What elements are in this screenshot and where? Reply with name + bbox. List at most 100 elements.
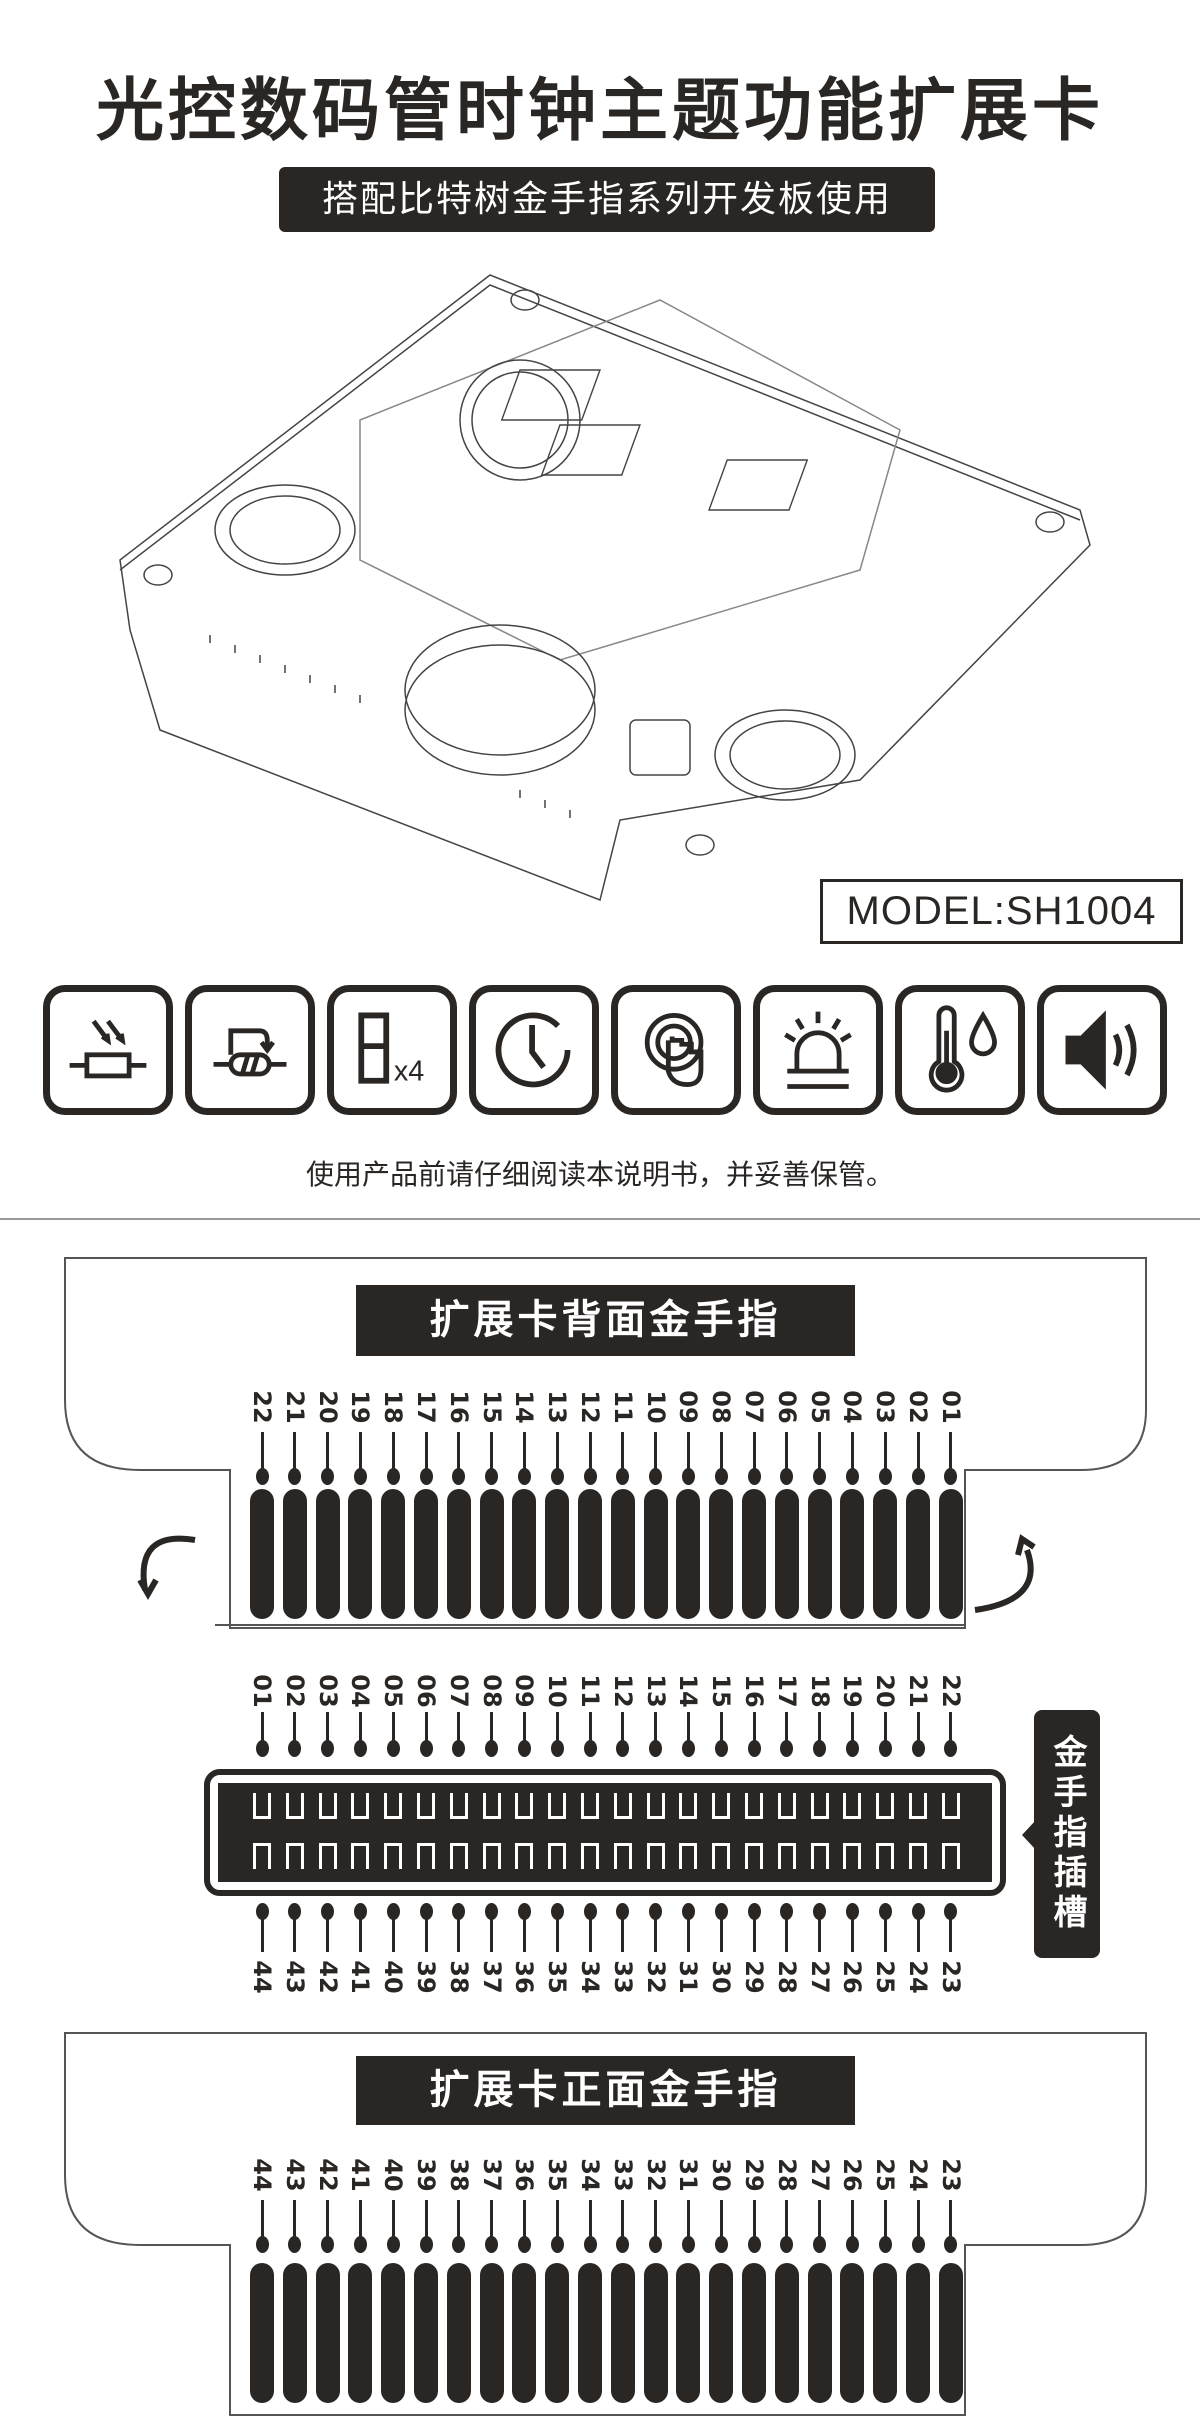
pin-leader [555, 1432, 559, 1472]
pin-dot [288, 1903, 302, 1920]
pin-number: 35 [543, 2158, 572, 2192]
pin-dot [485, 1903, 499, 1920]
pin-dot [517, 2236, 531, 2253]
pin-number: 09 [674, 1390, 703, 1424]
pin-dot [813, 1468, 827, 1485]
pin-number: 04 [346, 1674, 375, 1708]
pin-number: 06 [412, 1674, 440, 1708]
seven-segment-x4-icon: x4 [327, 985, 457, 1115]
slot-contact-top [384, 1793, 403, 1819]
pin-dot [616, 1740, 630, 1757]
pin-leader [621, 1712, 625, 1752]
pin-leader [949, 1712, 953, 1752]
slot-contact-top [482, 1793, 501, 1819]
pin-leader [719, 2200, 723, 2240]
pin-number: 43 [280, 2158, 309, 2192]
pin-leader [850, 1712, 854, 1752]
pin-leader [719, 1912, 723, 1952]
pin-leader [785, 2200, 789, 2240]
pin-leader [850, 2200, 854, 2240]
pin-number: 12 [608, 1674, 637, 1708]
slot-contact-bottom [646, 1843, 665, 1869]
slot-contact-bottom [613, 1843, 632, 1869]
pin-dot [813, 1740, 827, 1757]
pin-dot [878, 1903, 892, 1920]
pin-leader [358, 2200, 362, 2240]
pin-leader [555, 2200, 559, 2240]
pin-leader [457, 1432, 461, 1472]
pin-dot [485, 2236, 499, 2253]
touch-icon [611, 985, 741, 1115]
pin-leader [326, 1432, 330, 1472]
gold-finger-pad [610, 2263, 635, 2403]
pin-dot [649, 2236, 663, 2253]
pin-dot [747, 2236, 761, 2253]
pin-dot [386, 1903, 400, 1920]
pin-dot [353, 1903, 367, 1920]
pin-leader [785, 1712, 789, 1752]
pin-leader [818, 1432, 822, 1472]
slot-contact-top [909, 1793, 927, 1819]
gold-finger-pad [643, 1489, 668, 1619]
pin-leader [522, 1912, 526, 1952]
pin-leader [916, 1432, 920, 1472]
slot-contact-top [745, 1793, 763, 1819]
slot-contact-top [712, 1793, 731, 1819]
pin-number: 02 [280, 1674, 309, 1708]
pin-number: 03 [871, 1390, 900, 1424]
pin-dot [911, 1740, 925, 1757]
pin-number: 25 [871, 2158, 900, 2192]
pin-leader [850, 1912, 854, 1952]
pin-dot [321, 1903, 335, 1920]
pin-leader [588, 1432, 592, 1472]
pin-dot [714, 1468, 728, 1485]
pin-dot [452, 1903, 466, 1920]
gold-finger-pad [315, 2263, 340, 2403]
pin-dot [616, 1903, 630, 1920]
pin-leader [293, 1912, 297, 1952]
usage-notice: 使用产品前请仔细阅读本说明书，并妥善保管。 [305, 1158, 894, 1191]
pin-leader [260, 1912, 264, 1952]
pin-leader [621, 2200, 625, 2240]
speaker-icon [1037, 985, 1167, 1115]
gold-finger-pad [676, 1489, 701, 1619]
pin-leader [490, 1912, 494, 1952]
slot-contact-bottom [449, 1843, 468, 1869]
gold-finger-pad [545, 2263, 570, 2403]
pin-leader [752, 1712, 756, 1752]
pin-number: 07 [444, 1674, 473, 1708]
section-divider [0, 1218, 1200, 1220]
pin-dot [353, 1468, 367, 1485]
pin-leader [522, 1712, 526, 1752]
pin-dot [845, 1903, 859, 1920]
pin-leader [424, 1712, 428, 1752]
gold-finger-pad [807, 1489, 832, 1619]
gold-finger-pad [348, 2263, 373, 2403]
pin-number: 39 [412, 2158, 440, 2192]
slot-contact-bottom [679, 1843, 698, 1869]
pin-dot [780, 2236, 794, 2253]
pin-number: 41 [346, 1960, 375, 1994]
gold-finger-pad [873, 2263, 898, 2403]
alarm-light-icon [753, 985, 883, 1115]
gold-finger-pad [840, 2263, 865, 2403]
pin-dot [419, 1740, 433, 1757]
pin-number: 01 [936, 1390, 965, 1424]
pin-dot [747, 1740, 761, 1757]
pin-leader [654, 1712, 658, 1752]
pin-number: 36 [510, 1960, 539, 1994]
gold-finger-pad [446, 1489, 471, 1619]
pin-leader [916, 1912, 920, 1952]
temperature-humidity-icon [895, 985, 1025, 1115]
pin-number: 27 [805, 2158, 834, 2192]
pin-leader [752, 1912, 756, 1952]
pin-dot [681, 1468, 695, 1485]
pin-number: 18 [379, 1390, 408, 1424]
slot-contact-bottom [285, 1843, 304, 1869]
pin-number: 35 [543, 1960, 572, 1994]
pin-number: 36 [510, 2158, 539, 2192]
pin-dot [255, 1468, 269, 1485]
pin-dot [583, 1740, 597, 1757]
slot-contact-top [515, 1793, 534, 1819]
pin-leader [654, 1432, 658, 1472]
